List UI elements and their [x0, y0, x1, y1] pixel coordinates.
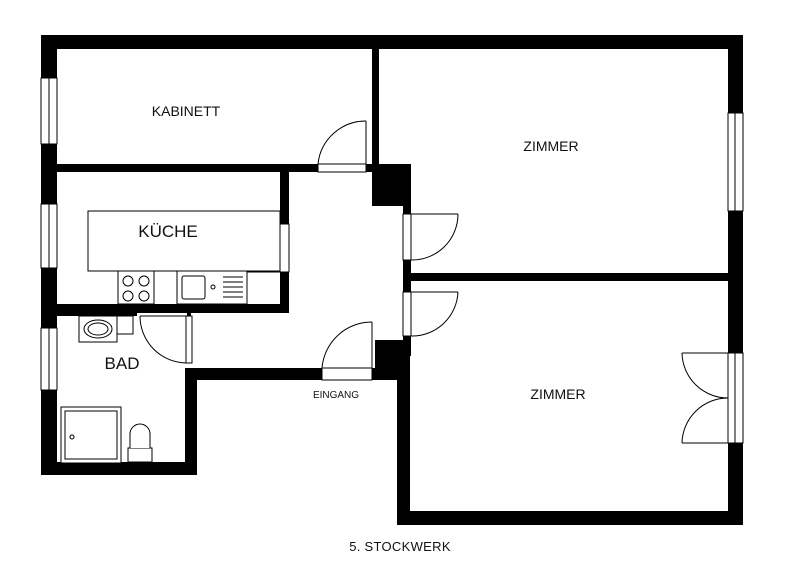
interior-walls	[57, 49, 730, 368]
doors	[139, 120, 729, 444]
wall-kitchen-right-low	[280, 272, 289, 313]
floor-caption: 5. STOCKWERK	[349, 539, 451, 554]
bath-shelf	[116, 315, 134, 335]
wall-right	[728, 35, 743, 525]
wall-hall-bottom	[185, 368, 410, 380]
wall-hall-right-lower	[403, 336, 411, 356]
entrance-label: EINGANG	[313, 390, 359, 401]
kitchen-fixtures	[87, 210, 281, 305]
room-label-zimmer-1: ZIMMER	[523, 138, 578, 154]
wall-kitchen-bottom	[57, 304, 289, 313]
wall-room2-left	[397, 345, 410, 525]
wall-hall-right-upper	[403, 164, 411, 214]
wall-hall-right-mid	[403, 260, 411, 292]
wall-bottom-right	[397, 511, 743, 525]
door-bad	[139, 315, 193, 364]
shower-icon	[60, 406, 122, 464]
wall-kabinett-bottom	[57, 164, 318, 172]
bath-fixtures	[60, 315, 153, 464]
windows	[40, 77, 744, 444]
kitchen-counter	[87, 210, 281, 272]
room-label-zimmer-2: ZIMMER	[530, 386, 585, 402]
sink-icon	[176, 270, 248, 305]
stove-icon	[117, 270, 155, 305]
door-zimmer-1	[402, 213, 459, 261]
wall-bath-right	[185, 368, 197, 475]
door-zimmer-2	[402, 291, 459, 337]
door-entrance	[321, 321, 373, 381]
wall-kitchen-right	[280, 172, 289, 224]
door-double-zimmer-2	[681, 352, 729, 444]
washbasin-icon	[78, 315, 118, 343]
room-label-kabinett: KABINETT	[152, 103, 221, 119]
door-kabinett	[317, 120, 367, 173]
toilet-icon	[127, 423, 153, 463]
room-label-kueche: KÜCHE	[138, 222, 198, 241]
wall-bottom-left	[41, 462, 197, 475]
wall-rooms-divider	[410, 273, 730, 281]
wall-top	[41, 35, 743, 49]
wall-bath-top	[57, 313, 137, 316]
wall-kabinett-right	[372, 49, 379, 172]
room-label-bad: BAD	[105, 354, 140, 373]
